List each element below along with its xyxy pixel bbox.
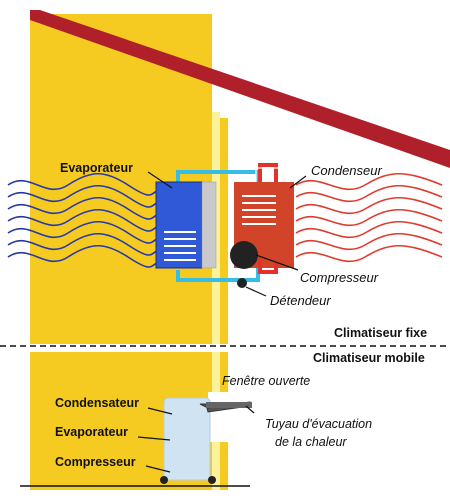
label-tuyau-line1: Tuyau d'évacuation <box>265 417 372 431</box>
exhaust-hose-pipe <box>206 402 252 408</box>
label-climatiseur-fixe: Climatiseur fixe <box>334 326 427 340</box>
label-fenetre-ouverte: Fenêtre ouverte <box>222 374 310 388</box>
evaporator-fins <box>164 231 196 261</box>
mobile-unit-wheel-left <box>160 476 168 484</box>
evaporator-back-panel <box>201 181 217 269</box>
refrigerant-loop-hot <box>258 163 278 274</box>
open-window <box>208 392 228 442</box>
wall-outer-face <box>220 118 228 344</box>
label-compresseur: Compresseur <box>300 270 379 285</box>
mobile-unit-wheel-right <box>208 476 216 484</box>
condenser-fins <box>242 195 276 225</box>
compressor <box>230 241 258 269</box>
hot-air-waves <box>295 172 443 263</box>
mobile-ac-section: Climatiseur mobile Condensateur Evaporat… <box>20 351 425 490</box>
expansion-valve <box>237 278 247 288</box>
condenser-coil <box>255 167 281 182</box>
label-evaporateur-mobile: Evaporateur <box>55 425 128 439</box>
leader-lines-mobile <box>137 405 255 473</box>
roof <box>30 10 450 168</box>
cold-air-waves <box>7 173 159 268</box>
label-climatiseur-mobile: Climatiseur mobile <box>313 351 425 365</box>
label-compresseur-mobile: Compresseur <box>55 455 136 469</box>
evaporator-unit <box>155 181 203 269</box>
label-condenseur: Condenseur <box>311 163 382 178</box>
label-evaporateur: Evaporateur <box>60 161 133 175</box>
leader-lines-fixed <box>147 171 307 297</box>
label-condensateur: Condensateur <box>55 396 139 410</box>
fixed-ac-section: Evaporateur Condenseur Compresseur Déten… <box>7 10 450 344</box>
mobile-unit <box>163 397 211 481</box>
label-tuyau-line2: de la chaleur <box>275 435 347 449</box>
label-detendeur: Détendeur <box>270 293 331 308</box>
